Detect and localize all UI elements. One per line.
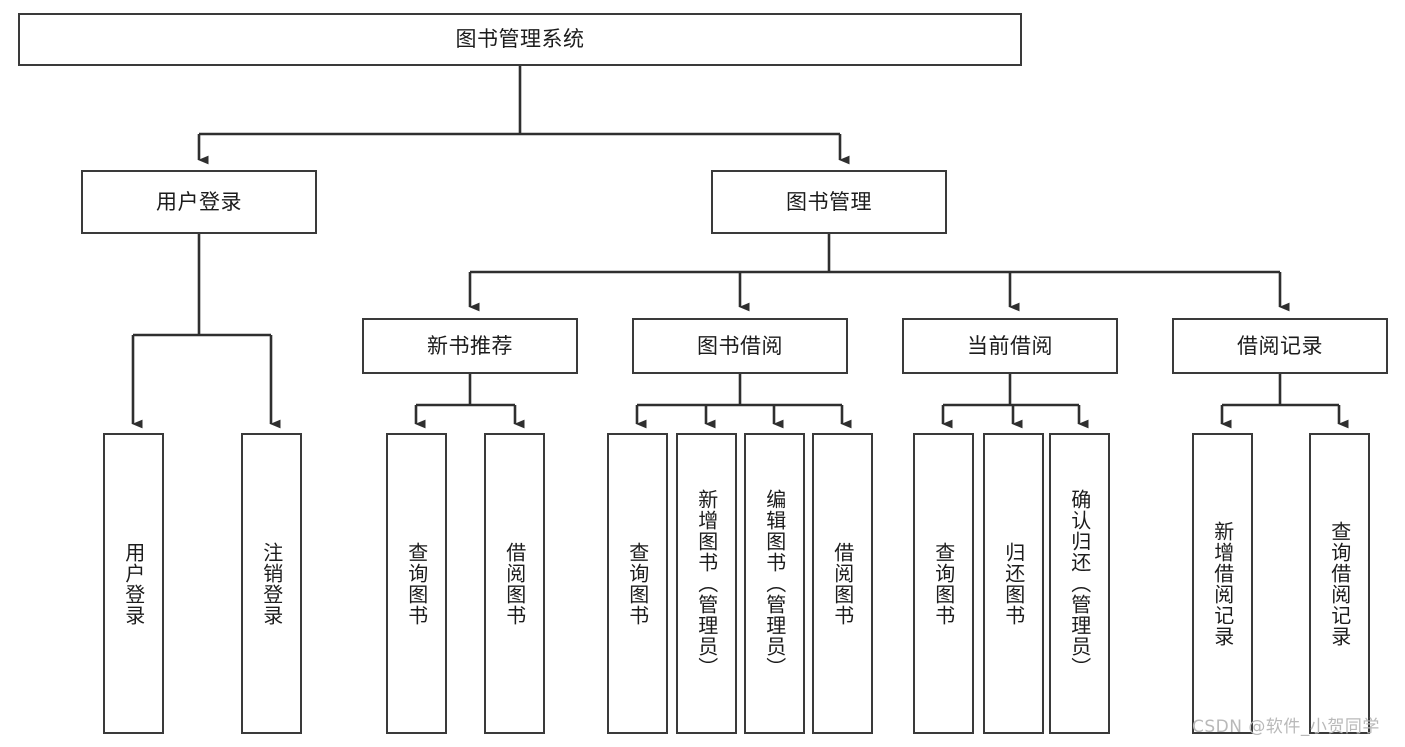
edges-root-to-level2 (197, 66, 850, 165)
node-book-borrow[interactable]: 图书借阅 (632, 318, 848, 374)
node-new-book-recommend[interactable]: 新书推荐 (362, 318, 578, 374)
node-label: 查询借阅记录 (1327, 520, 1352, 647)
node-borrow-record[interactable]: 借阅记录 (1172, 318, 1388, 374)
edges-bookmgmt-to-level3 (468, 234, 1290, 312)
node-user-login[interactable]: 用户登录 (81, 170, 317, 234)
node-label: 借阅图书 (830, 541, 855, 626)
leaf-query-borrow-record[interactable]: 查询借阅记录 (1309, 433, 1370, 734)
leaf-query-book-borrow[interactable]: 查询图书 (607, 433, 668, 734)
leaf-add-borrow-record[interactable]: 新增借阅记录 (1192, 433, 1253, 734)
node-label: 新书推荐 (427, 333, 513, 358)
node-label: 查询图书 (404, 541, 429, 626)
leaf-user-login[interactable]: 用户登录 (103, 433, 164, 734)
edges-newbook-to-leaves (414, 374, 525, 429)
node-root-system[interactable]: 图书管理系统 (18, 13, 1022, 66)
node-label: 查询图书 (625, 541, 650, 626)
edges-bookborrow-to-leaves (635, 374, 852, 429)
node-label: 用户登录 (156, 189, 242, 214)
leaf-borrow-book[interactable]: 借阅图书 (812, 433, 873, 734)
node-book-management[interactable]: 图书管理 (711, 170, 947, 234)
node-label: 注销登录 (259, 541, 284, 626)
node-label: 图书管理系统 (455, 27, 585, 52)
leaf-user-logout[interactable]: 注销登录 (241, 433, 302, 734)
node-label: 编辑图书（管理员） (762, 489, 787, 678)
node-label: 图书借阅 (697, 333, 783, 358)
leaf-query-book-recommend[interactable]: 查询图书 (386, 433, 447, 734)
node-label: 确认归还（管理员） (1067, 489, 1092, 678)
leaf-add-book-admin[interactable]: 新增图书（管理员） (676, 433, 737, 734)
leaf-borrow-book-recommend[interactable]: 借阅图书 (484, 433, 545, 734)
node-label: 查询图书 (931, 541, 956, 626)
node-label: 借阅图书 (502, 541, 527, 626)
node-label: 新增借阅记录 (1210, 520, 1235, 647)
node-label: 用户登录 (121, 541, 146, 626)
edges-borrowrecord-to-leaves (1220, 374, 1349, 429)
leaf-return-book[interactable]: 归还图书 (983, 433, 1044, 734)
edges-currentborrow-to-leaves (941, 374, 1089, 429)
node-label: 新增图书（管理员） (694, 489, 719, 678)
node-label: 图书管理 (786, 189, 872, 214)
node-label: 归还图书 (1001, 541, 1026, 626)
node-current-borrow[interactable]: 当前借阅 (902, 318, 1118, 374)
leaf-edit-book-admin[interactable]: 编辑图书（管理员） (744, 433, 805, 734)
node-label: 借阅记录 (1237, 333, 1323, 358)
node-label: 当前借阅 (967, 333, 1053, 358)
leaf-query-book-current[interactable]: 查询图书 (913, 433, 974, 734)
edges-userlogin-to-leaves (131, 234, 281, 429)
leaf-confirm-return-admin[interactable]: 确认归还（管理员） (1049, 433, 1110, 734)
